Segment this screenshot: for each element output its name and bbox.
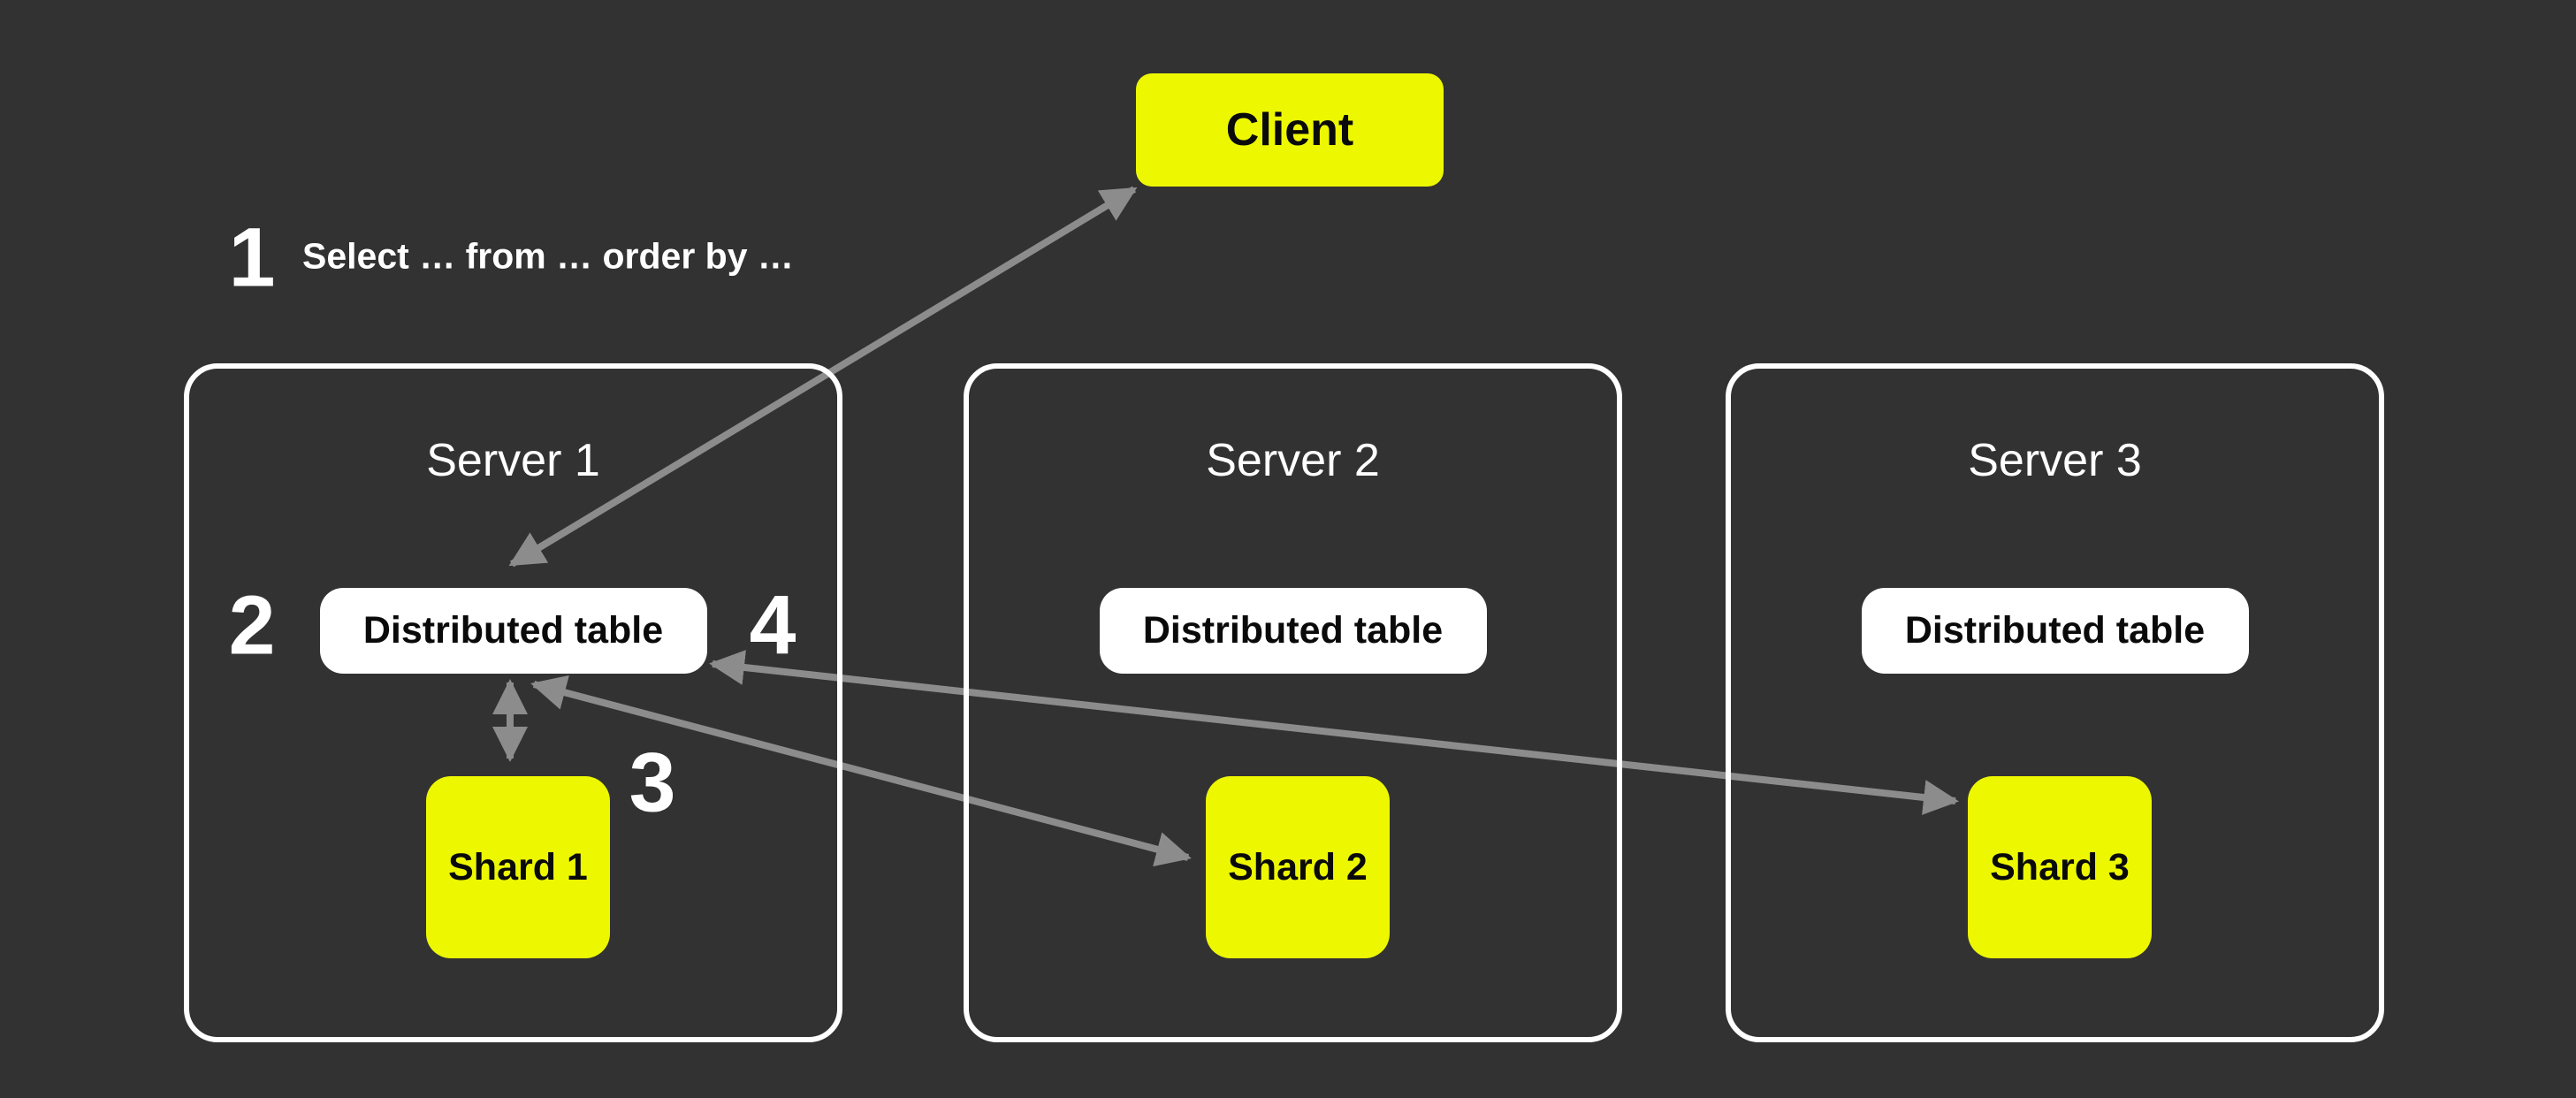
step-3-label: 3 bbox=[629, 736, 676, 830]
server-1-shard-label: Shard 1 bbox=[448, 845, 588, 888]
step-2-label: 2 bbox=[228, 578, 276, 673]
server-1-title: Server 1 bbox=[426, 435, 600, 486]
server-2-distributed-table: Distributed table bbox=[1099, 588, 1487, 674]
server-2-title: Server 2 bbox=[1206, 435, 1380, 486]
server-3-shard: Shard 3 bbox=[1968, 776, 2152, 958]
server-1-distributed-table-label: Distributed table bbox=[362, 609, 664, 652]
step-4-label: 4 bbox=[749, 578, 796, 673]
server-2-distributed-table-label: Distributed table bbox=[1142, 609, 1444, 652]
server-3-title: Server 3 bbox=[1968, 435, 2142, 486]
server-2-box: Server 2 Distributed table Shard 2 bbox=[964, 363, 1622, 1042]
server-1-shard: Shard 1 bbox=[426, 776, 610, 958]
server-1-distributed-table: Distributed table bbox=[319, 588, 707, 674]
server-3-distributed-table: Distributed table bbox=[1861, 588, 2249, 674]
server-3-shard-label: Shard 3 bbox=[1990, 845, 2130, 888]
server-3-distributed-table-label: Distributed table bbox=[1904, 609, 2206, 652]
client-label: Client bbox=[1225, 104, 1354, 156]
server-3-box: Server 3 Distributed table Shard 3 bbox=[1726, 363, 2384, 1042]
server-2-shard-label: Shard 2 bbox=[1228, 845, 1368, 888]
server-1-box: Server 1 Distributed table Shard 1 bbox=[184, 363, 842, 1042]
server-2-shard: Shard 2 bbox=[1206, 776, 1390, 958]
query-annotation: Select … from … order by … bbox=[302, 235, 794, 277]
client-node: Client bbox=[1136, 73, 1444, 187]
step-1-label: 1 bbox=[228, 210, 276, 305]
